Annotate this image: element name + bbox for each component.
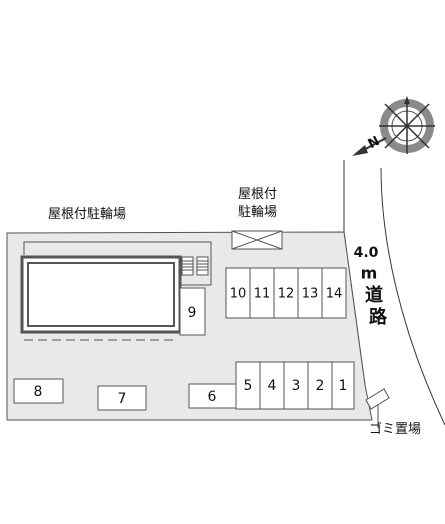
parking-space-8	[13, 378, 64, 404]
parking-space-9	[179, 287, 206, 336]
road-label: 4.0 m 道 路	[354, 245, 388, 328]
parking-space-12	[273, 267, 299, 319]
covered-parking-label-right-line2: 駐輪場	[238, 204, 277, 220]
north-letter: N	[366, 134, 383, 152]
parking-number-6: 6	[208, 389, 217, 405]
parking-number-5: 5	[244, 378, 253, 394]
parking-space-7	[97, 385, 147, 411]
compass-rose-icon	[379, 96, 435, 154]
parking-number-13: 13	[302, 287, 319, 302]
road-width-label: 4.0	[354, 245, 379, 261]
road-char-2: 路	[369, 306, 388, 328]
stairs-icon	[181, 256, 209, 276]
covered-parking-right	[231, 230, 283, 250]
parking-space-14	[321, 267, 347, 319]
parking-number-1: 1	[339, 378, 348, 394]
parking-number-11: 11	[254, 287, 271, 302]
parking-number-9: 9	[188, 305, 197, 321]
parking-number-4: 4	[268, 378, 277, 394]
covered-parking-left	[23, 241, 212, 286]
parking-space-4	[259, 361, 285, 410]
parking-number-12: 12	[278, 287, 295, 302]
parking-space-13	[297, 267, 323, 319]
parking-number-14: 14	[326, 287, 343, 302]
road-edge-right	[380, 167, 445, 426]
building-inner	[27, 262, 175, 327]
parking-space-2	[307, 361, 333, 410]
parking-number-3: 3	[292, 378, 301, 394]
parking-spaces	[13, 267, 355, 411]
north-arrow-icon: N	[352, 134, 387, 156]
garbage-area	[365, 388, 390, 428]
covered-parking-label-left: 屋根付駐輪場	[48, 206, 126, 222]
parking-space-1	[331, 361, 355, 410]
garbage-area-label: ゴミ置場	[369, 421, 421, 437]
parking-number-10: 10	[230, 287, 247, 302]
road-char-1: 道	[365, 284, 383, 306]
covered-parking-label-right-line1: 屋根付	[238, 187, 277, 202]
parking-numbers: 10 11 12 13 14 5 4 3 2 1 6 7 8 9	[34, 287, 348, 408]
parking-space-6	[188, 383, 237, 409]
road-unit-label: m	[361, 264, 378, 283]
parking-number-2: 2	[316, 378, 325, 394]
parking-number-7: 7	[118, 391, 127, 407]
parking-number-8: 8	[34, 384, 43, 400]
parking-space-3	[283, 361, 309, 410]
